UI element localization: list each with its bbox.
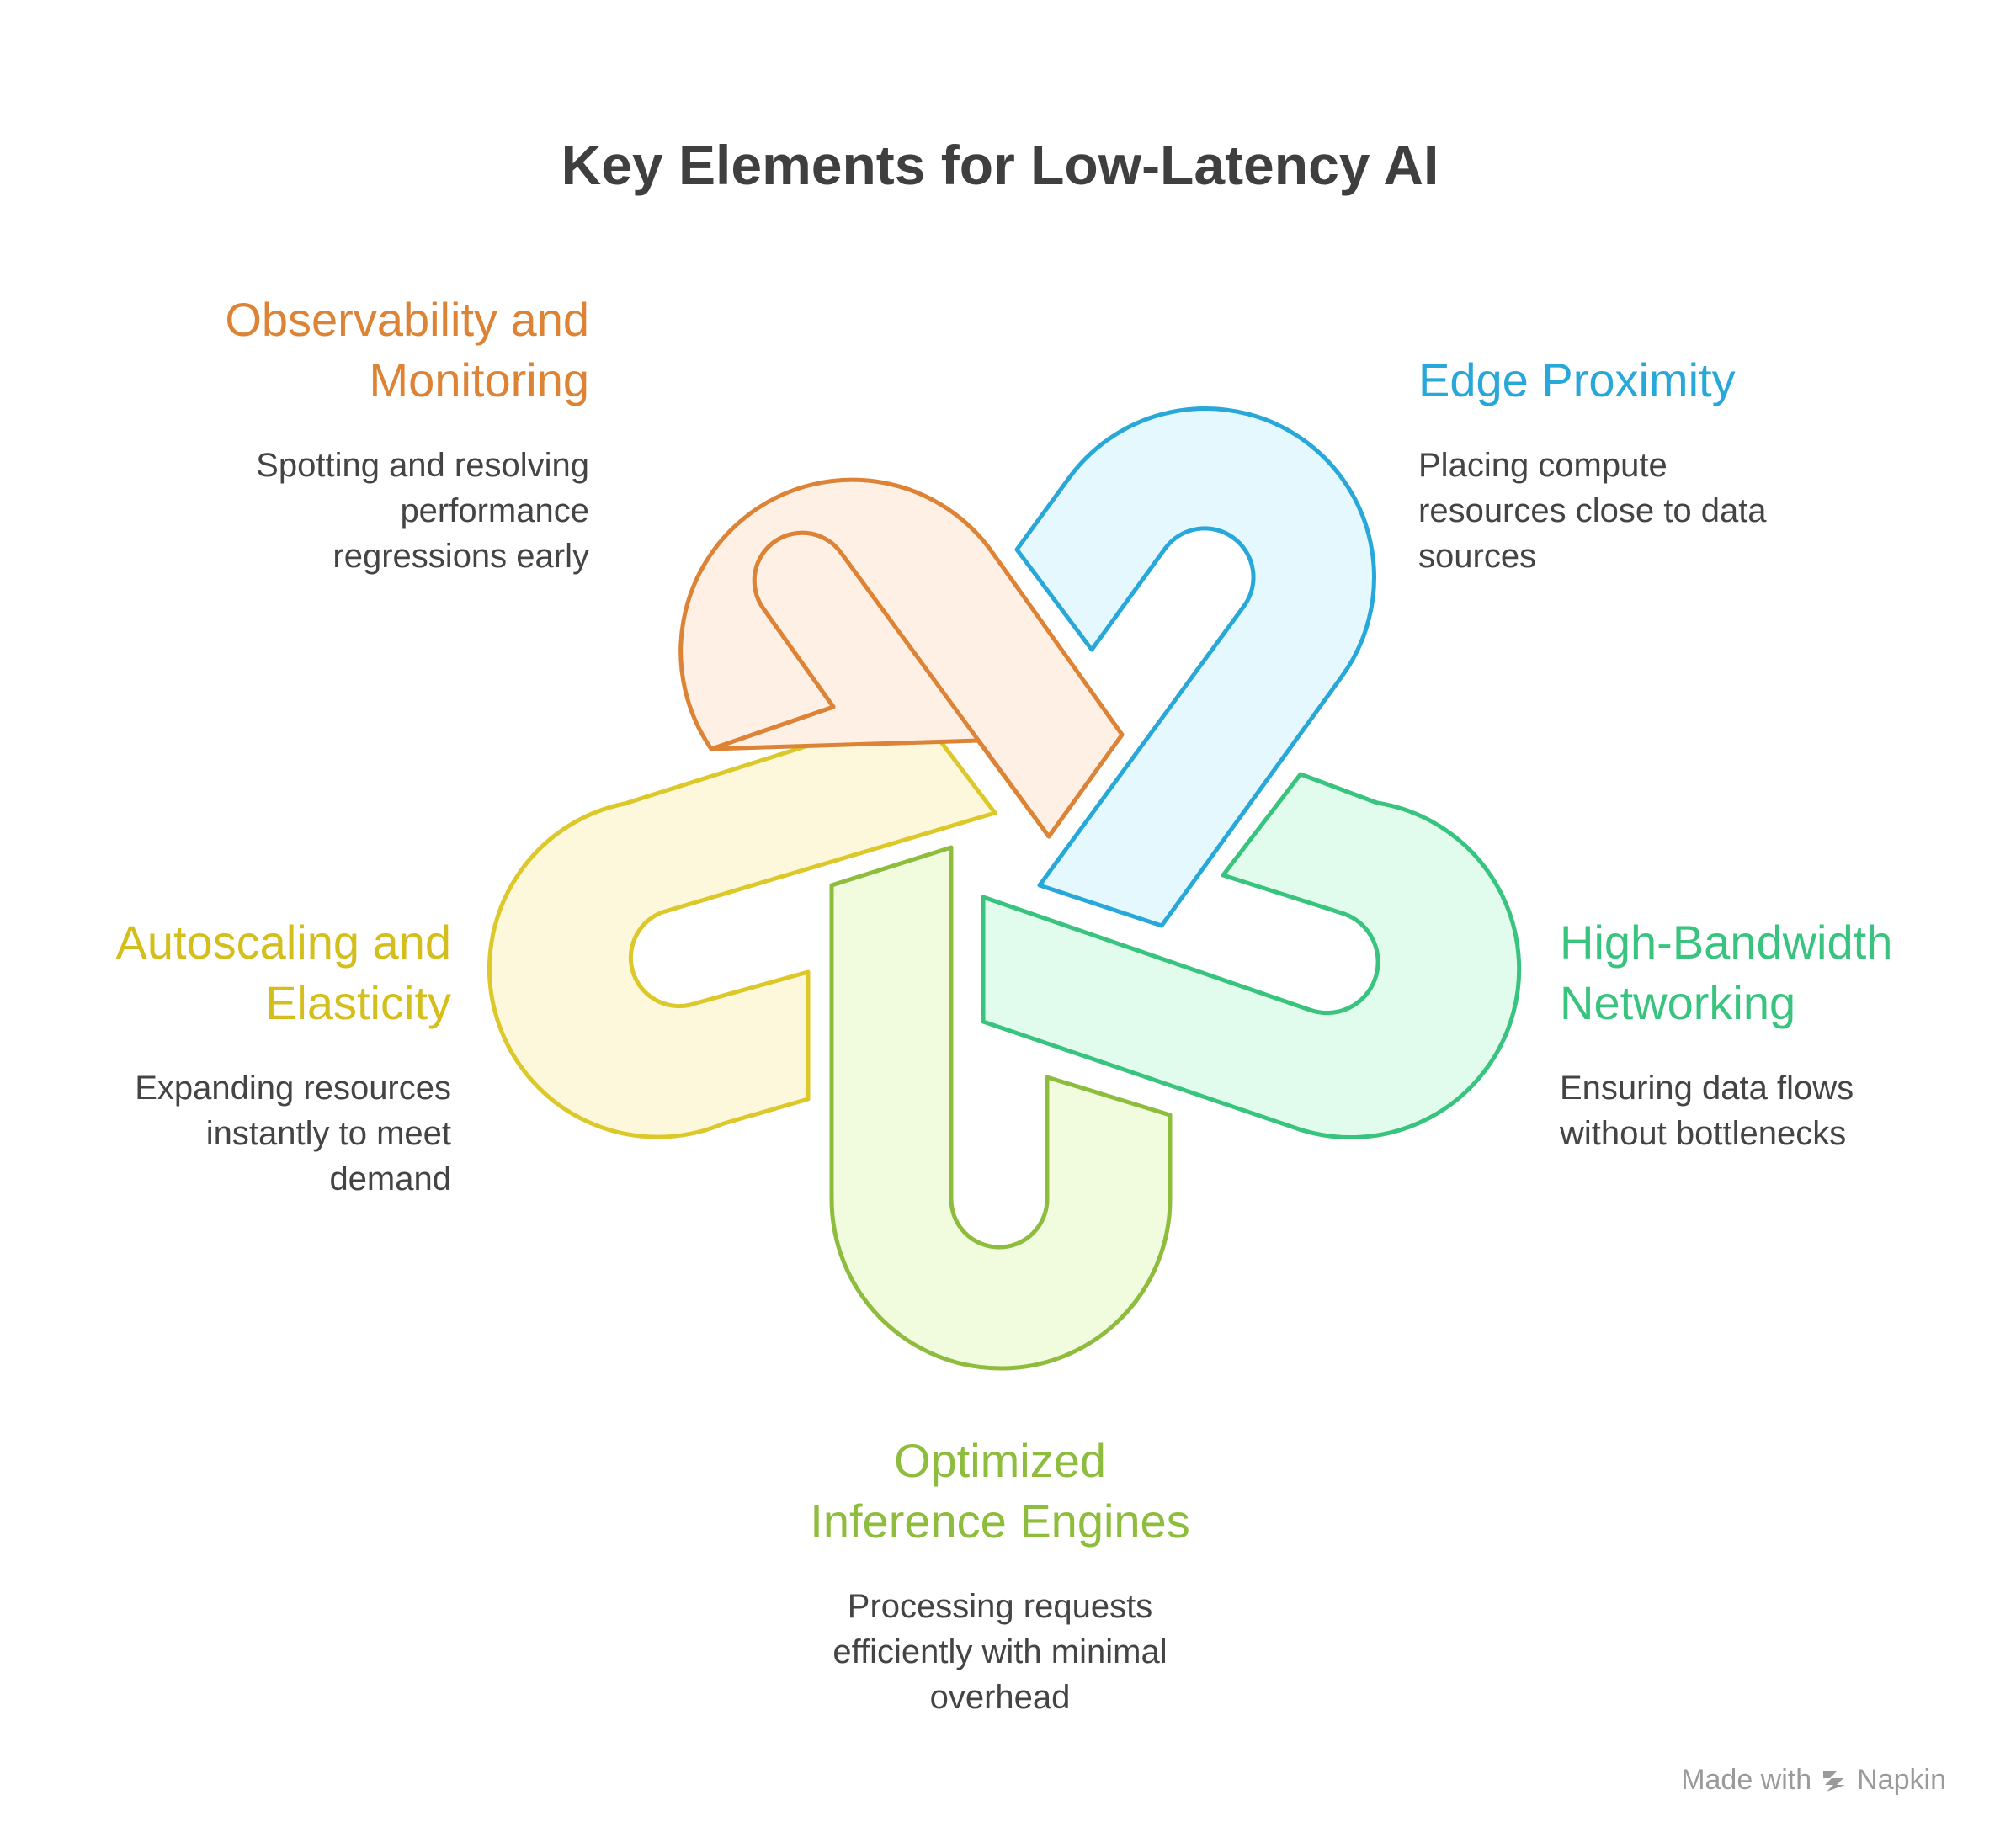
autoscaling-desc-line: instantly to meet bbox=[205, 1115, 451, 1152]
autoscaling-desc-line: demand bbox=[329, 1160, 451, 1197]
inference-desc-line: efficiently with minimal bbox=[832, 1633, 1168, 1670]
edge-block: Edge Proximity Placing compute resources… bbox=[1418, 350, 1890, 579]
autoscaling-title: Autoscaling and Elasticity bbox=[34, 912, 451, 1033]
edge-desc-line: sources bbox=[1418, 538, 1537, 575]
observability-block: Observability and Monitoring Spotting an… bbox=[118, 289, 589, 579]
autoscaling-desc-line: Expanding resources bbox=[135, 1070, 451, 1107]
bandwidth-desc-line: without bottlenecks bbox=[1560, 1115, 1847, 1152]
bandwidth-desc-line: Ensuring data flows bbox=[1560, 1070, 1854, 1107]
edge-desc-line: Placing compute bbox=[1418, 447, 1668, 484]
inference-block: Optimized Inference Engines Processing r… bbox=[747, 1431, 1253, 1720]
observability-description: Spotting and resolving performance regre… bbox=[118, 443, 589, 579]
bandwidth-title-line: Networking bbox=[1560, 976, 1796, 1029]
autoscaling-knot-shape bbox=[487, 709, 997, 1139]
edge-desc-line: resources close to data bbox=[1418, 492, 1767, 529]
autoscaling-title-line: Autoscaling and bbox=[115, 916, 451, 969]
edge-knot-shape bbox=[1014, 406, 1376, 928]
autoscaling-description: Expanding resources instantly to meet de… bbox=[34, 1065, 451, 1202]
observability-title-line: Monitoring bbox=[369, 353, 589, 406]
edge-description: Placing compute resources close to data … bbox=[1418, 443, 1890, 579]
inference-description: Processing requests efficiently with min… bbox=[747, 1584, 1253, 1720]
watermark-prefix: Made with bbox=[1681, 1764, 1812, 1796]
edge-title: Edge Proximity bbox=[1418, 350, 1890, 411]
bandwidth-title: High-Bandwidth Networking bbox=[1560, 912, 1964, 1033]
observability-desc-line: regressions early bbox=[332, 538, 589, 575]
inference-title-line: Optimized bbox=[893, 1434, 1107, 1487]
observability-desc-line: performance bbox=[400, 492, 589, 529]
observability-title: Observability and Monitoring bbox=[118, 289, 589, 411]
edge-title-line: Edge Proximity bbox=[1418, 353, 1736, 406]
bandwidth-title-line: High-Bandwidth bbox=[1560, 916, 1893, 969]
observability-title-line: Observability and bbox=[225, 293, 589, 346]
bandwidth-knot-shape bbox=[981, 772, 1522, 1140]
watermark[interactable]: Made with Napkin bbox=[1681, 1764, 1946, 1797]
inference-title-line: Inference Engines bbox=[810, 1495, 1190, 1548]
inference-desc-line: overhead bbox=[929, 1679, 1071, 1716]
napkin-logo-icon bbox=[1823, 1771, 1846, 1792]
watermark-brand: Napkin bbox=[1857, 1764, 1946, 1796]
observability-knot-arc bbox=[678, 477, 1125, 839]
inference-knot-shape bbox=[829, 845, 1173, 1371]
inference-desc-line: Processing requests bbox=[847, 1588, 1153, 1625]
autoscaling-title-line: Elasticity bbox=[265, 976, 451, 1029]
page-title: Key Elements for Low-Latency AI bbox=[561, 134, 1439, 196]
observability-desc-line: Spotting and resolving bbox=[256, 447, 589, 484]
autoscaling-block: Autoscaling and Elasticity Expanding res… bbox=[34, 912, 451, 1202]
bandwidth-description: Ensuring data flows without bottlenecks bbox=[1560, 1065, 1964, 1156]
inference-title: Optimized Inference Engines bbox=[747, 1431, 1253, 1552]
bandwidth-block: High-Bandwidth Networking Ensuring data … bbox=[1560, 912, 1964, 1156]
